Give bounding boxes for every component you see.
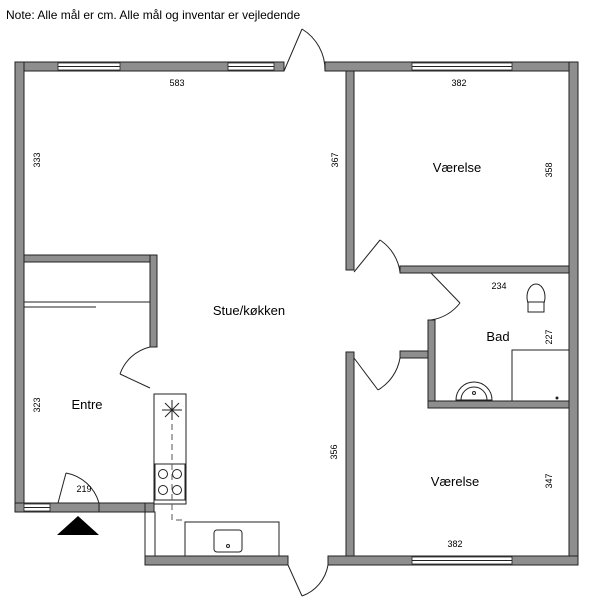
door-bedroom-bottom xyxy=(353,357,401,391)
dim-entry-width: 219 xyxy=(76,484,91,494)
dim-bath-depth: 227 xyxy=(544,329,554,344)
room-label-bedroom-top: Værelse xyxy=(433,160,481,175)
door-bedroom-top xyxy=(353,239,401,273)
dim-living-depth: 333 xyxy=(32,152,42,167)
window-bedroom-top xyxy=(411,62,513,71)
door-bath xyxy=(430,272,461,321)
shower-area xyxy=(511,349,570,402)
outer-wall-bottom-kitchen xyxy=(144,555,289,566)
outer-wall-left xyxy=(14,61,25,513)
wall-bedroom-bottom-left xyxy=(345,351,355,557)
dim-living-width: 583 xyxy=(169,78,184,88)
door-entry-exterior xyxy=(57,472,100,504)
disclaimer-note: Note: Alle mål er cm. Alle mål og invent… xyxy=(6,8,301,22)
wall-entry-right xyxy=(149,254,158,348)
window-living-right xyxy=(227,62,275,71)
room-label-bath: Bad xyxy=(486,329,509,344)
kitchen-sink-icon xyxy=(213,529,243,553)
dim-bedroom-bottom-depth: 347 xyxy=(544,473,554,488)
wall-bedroom-top-bottom xyxy=(399,265,570,274)
wall-bath-stub xyxy=(399,350,429,359)
stove-icon xyxy=(154,463,186,501)
toilet-icon xyxy=(526,283,546,313)
dim-bath-width: 234 xyxy=(491,281,506,291)
dim-entry-depth: 323 xyxy=(32,397,42,412)
entry-wardrobe xyxy=(24,301,150,308)
kitchen-island-outline xyxy=(171,424,185,521)
entrance-arrow-icon xyxy=(57,516,99,535)
door-main-top xyxy=(283,28,326,72)
bath-sink-icon xyxy=(455,381,493,401)
wall-bath-left-upper xyxy=(427,319,436,406)
kitchen-appliance-icon xyxy=(162,400,182,420)
wall-bath-bottom xyxy=(427,400,570,409)
dim-bedroom-bottom-left: 356 xyxy=(329,444,339,459)
drain-icon xyxy=(555,396,559,400)
dim-living-right: 367 xyxy=(330,152,340,167)
dim-bedroom-top-width: 382 xyxy=(451,78,466,88)
dim-bedroom-bottom-width: 382 xyxy=(447,539,462,549)
wall-bedroom-top-left xyxy=(345,70,355,271)
wall-entry-top xyxy=(23,254,158,263)
dim-bedroom-top-depth: 358 xyxy=(544,162,554,177)
room-label-bedroom-bottom: Værelse xyxy=(431,474,479,489)
door-entry-interior xyxy=(119,346,151,389)
outer-wall-right xyxy=(568,61,579,566)
window-entry xyxy=(23,503,51,512)
room-label-living: Stue/køkken xyxy=(213,303,285,318)
room-label-entry: Entre xyxy=(71,397,102,412)
door-bottom xyxy=(287,564,329,597)
window-living-left xyxy=(57,62,121,71)
window-bedroom-bottom xyxy=(411,556,513,565)
